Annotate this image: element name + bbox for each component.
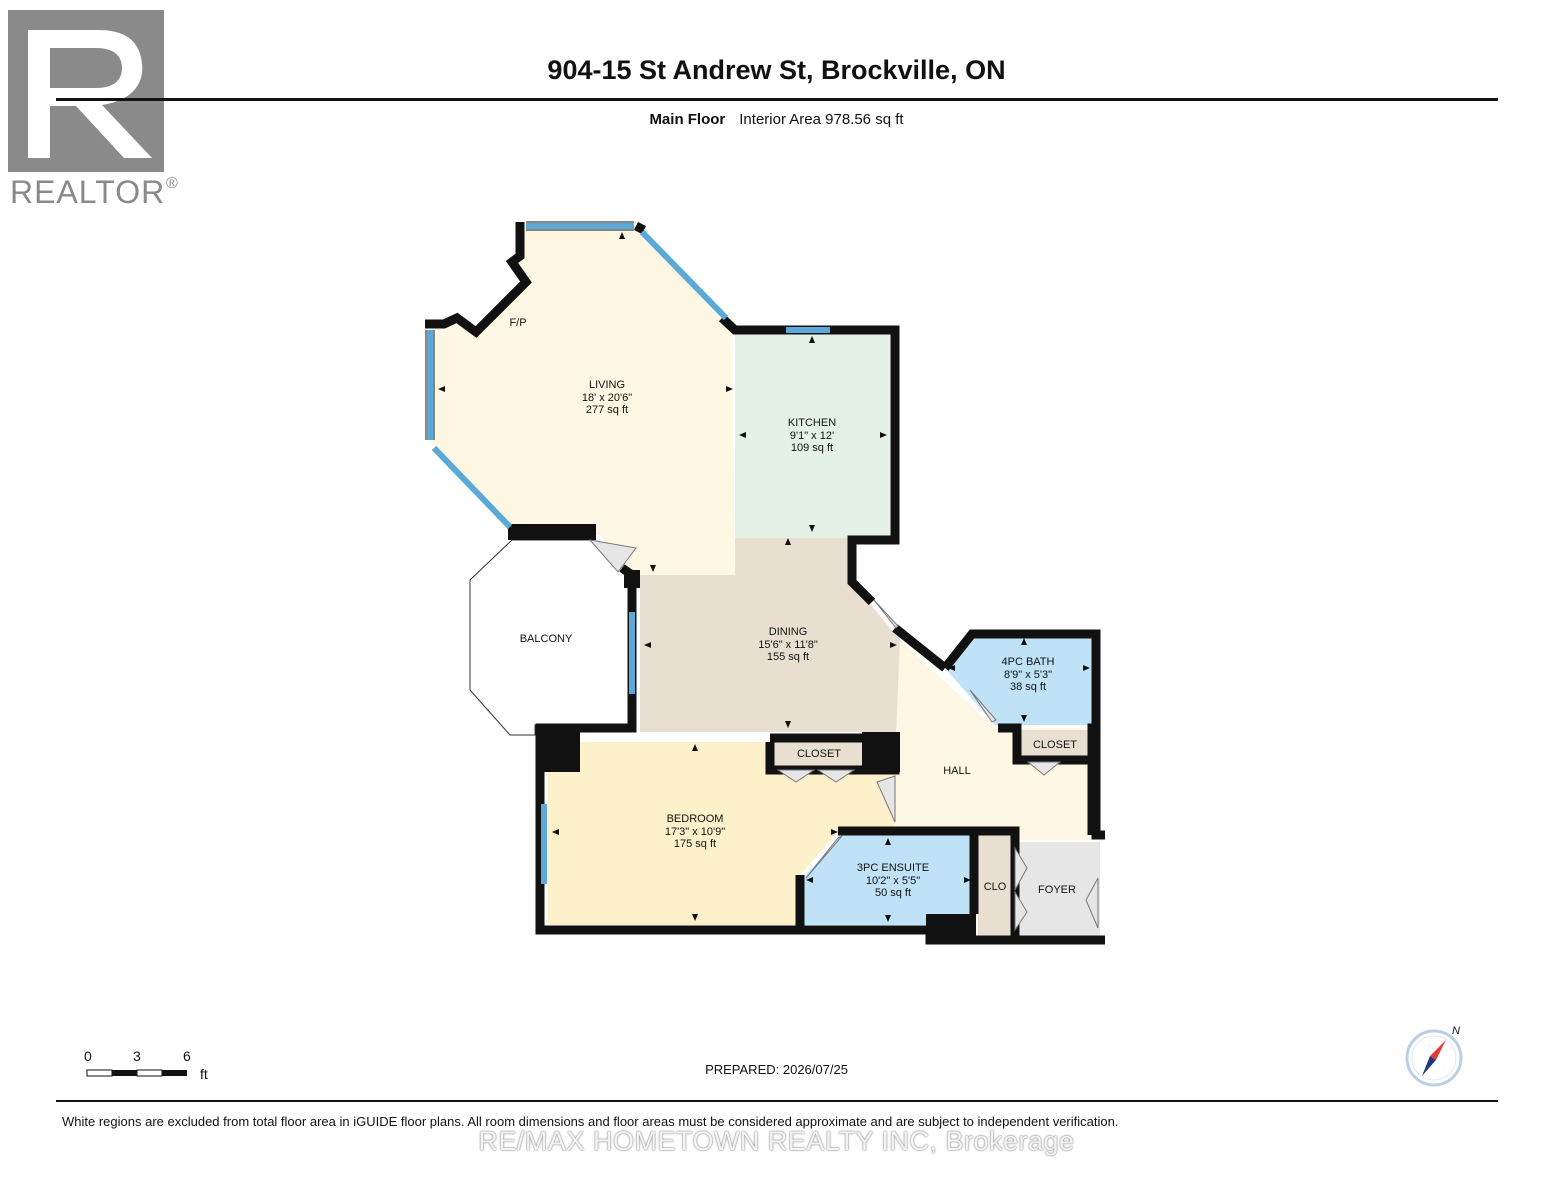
scale-tick-0: 0 (84, 1048, 92, 1064)
dining-dims: 15'6" x 11'8" (758, 639, 818, 651)
realtor-logo-text: REALTOR (10, 174, 165, 210)
header-divider (56, 98, 1498, 101)
scale-tick-3: 3 (133, 1048, 141, 1064)
kitchen-dims: 9'1" x 12' (790, 430, 834, 442)
bedroom-area-label: 175 sq ft (674, 838, 716, 850)
kitchen-area (735, 330, 890, 538)
bedroom-name: BEDROOM (667, 813, 724, 825)
foyer-area (1014, 842, 1100, 940)
living-name: LIVING (589, 379, 625, 391)
interior-area: Interior Area 978.56 sq ft (739, 111, 904, 128)
fireplace-label: F/P (509, 317, 526, 329)
bath-name: 4PC BATH (1002, 656, 1055, 668)
living-dims: 18' x 20'6" (582, 392, 632, 404)
bedroom-area (548, 742, 895, 925)
ensuite-area (803, 834, 974, 925)
balcony-name: BALCONY (520, 633, 573, 645)
dining-name: DINING (769, 626, 808, 638)
bath-dims: 8'9" x 5'3" (1004, 669, 1052, 681)
dimension-arrows (438, 232, 1090, 922)
hall-closet-name: CLOSET (1033, 739, 1077, 751)
doors (588, 539, 1099, 932)
hall-name: HALL (943, 765, 971, 777)
ensuite-name: 3PC ENSUITE (857, 862, 929, 874)
ensuite-area-label: 50 sq ft (875, 887, 911, 899)
living-area (432, 228, 735, 575)
kitchen-area-label: 109 sq ft (791, 442, 833, 454)
compass-north-label: N (1452, 1025, 1460, 1037)
ensuite-dims: 10'2" x 5'5" (866, 875, 920, 887)
windows (427, 223, 830, 884)
bedroom-dims: 17'3" x 10'9" (665, 826, 725, 838)
wall-block-4 (926, 914, 976, 944)
registered-mark: ® (166, 175, 178, 192)
clo-area (978, 834, 1012, 940)
hall-closet-area (1018, 730, 1090, 760)
window-edges (425, 221, 634, 440)
bath-area-label: 38 sq ft (1010, 681, 1046, 693)
realtor-logo: REALTOR ® (8, 10, 178, 210)
foyer-name: FOYER (1038, 884, 1076, 896)
kitchen-name: KITCHEN (788, 417, 836, 429)
bedroom-closet-name: CLOSET (797, 748, 841, 760)
wall-block-3 (862, 732, 900, 772)
prepared-date: PREPARED: 2026/07/25 (705, 1062, 848, 1077)
dining-area (640, 538, 900, 732)
page-title: 904-15 St Andrew St, Brockville, ON (547, 55, 1006, 85)
scale-unit: ft (200, 1066, 208, 1082)
scale-tick-6: 6 (183, 1048, 191, 1064)
wall-block-2 (540, 728, 580, 772)
bath-area (945, 634, 1094, 725)
living-area-label: 277 sq ft (586, 404, 628, 416)
clo-name: CLO (984, 881, 1007, 893)
bedroom-closet-area (773, 740, 863, 766)
scale-bar-graphic (86, 1069, 187, 1077)
scale-bar: 0 3 6 ft (84, 1046, 224, 1086)
disclaimer-text: White regions are excluded from total fl… (62, 1114, 1119, 1129)
hall-area (895, 640, 1092, 840)
brokerage-watermark: RE/MAX HOMETOWN REALTY INC, Brokerage (478, 1126, 1075, 1156)
floor-name: Main Floor (649, 111, 726, 128)
compass-icon: N (1405, 1025, 1463, 1087)
wall-block-5 (624, 570, 640, 588)
dining-area-label: 155 sq ft (767, 651, 809, 663)
floor-subheader: Main Floor Interior Area 978.56 sq ft (0, 111, 1553, 128)
footer-divider (56, 1100, 1498, 1102)
wall-block-1 (508, 524, 596, 540)
